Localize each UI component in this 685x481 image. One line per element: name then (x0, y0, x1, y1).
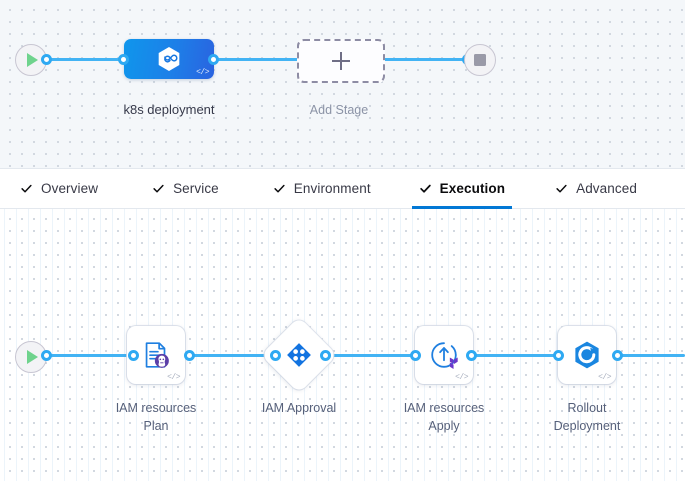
tab-execution-label: Execution (439, 181, 506, 196)
stage-canvas[interactable]: </> k8s deployment Add Stage (0, 0, 685, 168)
port-apply-out[interactable] (466, 350, 477, 361)
tab-advanced[interactable]: Advanced (539, 169, 653, 208)
execution-canvas[interactable]: </> IAM resources Plan IAM Approval (0, 209, 685, 481)
tab-environment-label: Environment (293, 181, 371, 196)
tab-environment[interactable]: Environment (257, 169, 387, 208)
check-icon (419, 184, 431, 193)
rollout-deployment-hexagon-icon (575, 341, 599, 369)
harness-cd-hexagon-icon (158, 47, 180, 71)
edge-apply-to-rollout (472, 354, 562, 357)
tab-overview-label: Overview (41, 181, 99, 196)
edge-approval-to-apply (326, 354, 416, 357)
tab-overview[interactable]: Overview (4, 169, 114, 208)
step-label-rollout-deployment: Rollout Deployment (553, 401, 621, 433)
port-plan-out[interactable] (184, 350, 195, 361)
step-label-iam-resources-plan: IAM resources Plan (115, 401, 197, 433)
port-rollout-out[interactable] (612, 350, 623, 361)
stage-label-k8s-deployment: k8s deployment (123, 102, 215, 117)
play-icon (27, 350, 38, 364)
edge-rollout-to-next (618, 354, 685, 357)
stage-tab-bar[interactable]: Overview Service Environment Execution A (0, 168, 685, 209)
port-stage-in[interactable] (118, 54, 129, 65)
check-icon (556, 184, 567, 193)
play-icon (27, 53, 38, 67)
port-approval-in[interactable] (270, 350, 281, 361)
tab-execution[interactable]: Execution (403, 169, 521, 209)
step-label-iam-approval: IAM Approval (261, 401, 337, 415)
add-stage-button[interactable] (297, 39, 385, 83)
tab-advanced-label: Advanced (576, 181, 637, 196)
port-exec-start-out[interactable] (41, 350, 52, 361)
edge-stage-to-addstage (214, 58, 300, 61)
add-stage-label: Add Stage (309, 103, 369, 117)
port-plan-in[interactable] (128, 350, 139, 361)
stage-end-node[interactable] (464, 44, 496, 76)
port-start-out[interactable] (41, 54, 52, 65)
step-label-iam-resources-apply: IAM resources Apply (403, 401, 485, 433)
terraform-apply-circular-arrow-icon (431, 342, 458, 369)
step-node-iam-resources-apply[interactable]: </> (415, 326, 473, 384)
check-icon (153, 184, 164, 193)
step-code-mark: </> (167, 373, 180, 382)
step-code-mark: </> (455, 373, 468, 382)
edge-start-to-stage (42, 58, 130, 61)
edge-exec-start-to-plan (42, 354, 132, 357)
terraform-plan-document-icon (145, 342, 169, 368)
port-approval-out[interactable] (320, 350, 331, 361)
check-icon (274, 184, 285, 193)
port-apply-in[interactable] (410, 350, 421, 361)
check-icon (21, 184, 32, 193)
edge-plan-to-approval (190, 354, 276, 357)
port-stage-out[interactable] (208, 54, 219, 65)
stop-icon (474, 54, 486, 66)
tab-service-label: Service (173, 181, 219, 196)
step-node-rollout-deployment[interactable]: </> (558, 326, 616, 384)
tab-service[interactable]: Service (136, 169, 235, 208)
stage-code-mark: </> (196, 68, 209, 77)
port-rollout-in[interactable] (553, 350, 564, 361)
step-code-mark: </> (598, 373, 611, 382)
end-circle (464, 44, 496, 76)
edge-addstage-to-end (378, 58, 466, 61)
stage-node-k8s-deployment[interactable]: </> (124, 39, 214, 79)
plus-icon (331, 51, 351, 71)
